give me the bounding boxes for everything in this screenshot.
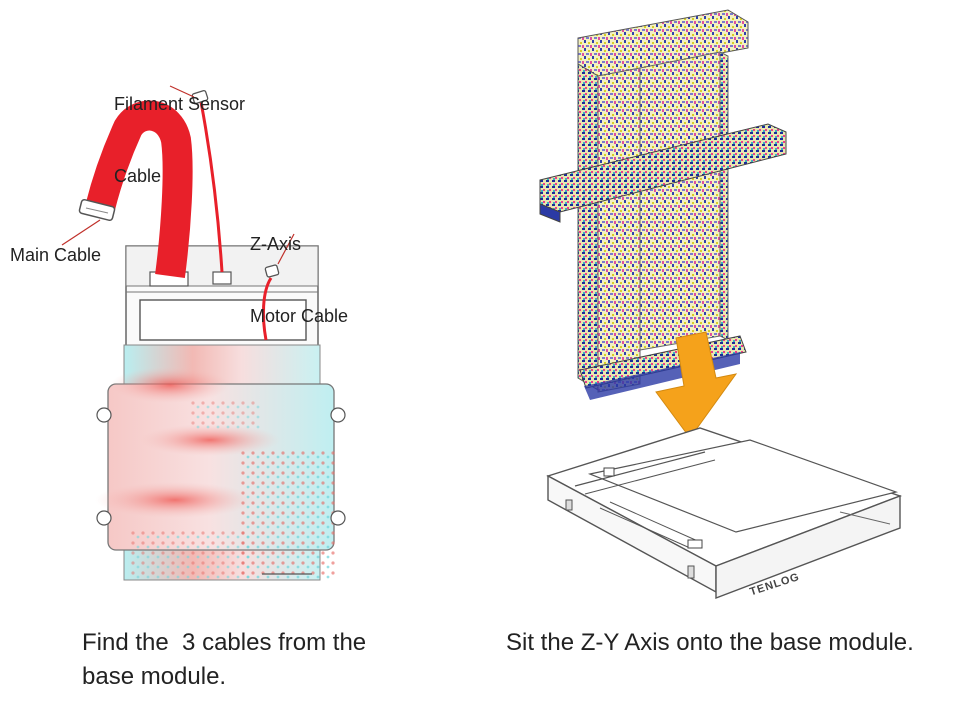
z-axis-motor-label-line2: Motor Cable	[250, 306, 349, 326]
base-module-top-view-icon	[95, 245, 346, 581]
filament-sensor-label-line1: Filament Sensor	[114, 94, 246, 114]
down-arrow-icon	[655, 331, 738, 439]
filament-sensor-leader	[169, 85, 195, 98]
right-caption: Sit the Z-Y Axis onto the base module.	[506, 629, 914, 656]
z-axis-motor-cable-icon	[261, 264, 280, 341]
filament-sensor-label: Filament Sensor Cable	[114, 44, 245, 212]
filament-sensor-cable-icon	[191, 89, 224, 273]
left-caption-line2: base module.	[82, 663, 227, 690]
filament-sensor-label-line2: Cable	[114, 166, 162, 186]
z-axis-motor-label: Z-Axis Motor Cable	[250, 184, 348, 352]
left-caption: Find the 3 cables from the base module.	[82, 626, 366, 694]
base-module-isometric-icon	[546, 427, 903, 600]
main-cable-label: Main Cable	[10, 245, 102, 265]
z-y-axis-frame-icon	[539, 9, 787, 400]
left-caption-line1: Find the 3 cables from the	[82, 629, 367, 656]
z-axis-motor-label-line1: Z-Axis	[250, 234, 301, 254]
main-cable-icon	[78, 100, 193, 278]
z-axis-motor-leader	[277, 233, 295, 265]
main-cable-leader	[61, 219, 101, 246]
